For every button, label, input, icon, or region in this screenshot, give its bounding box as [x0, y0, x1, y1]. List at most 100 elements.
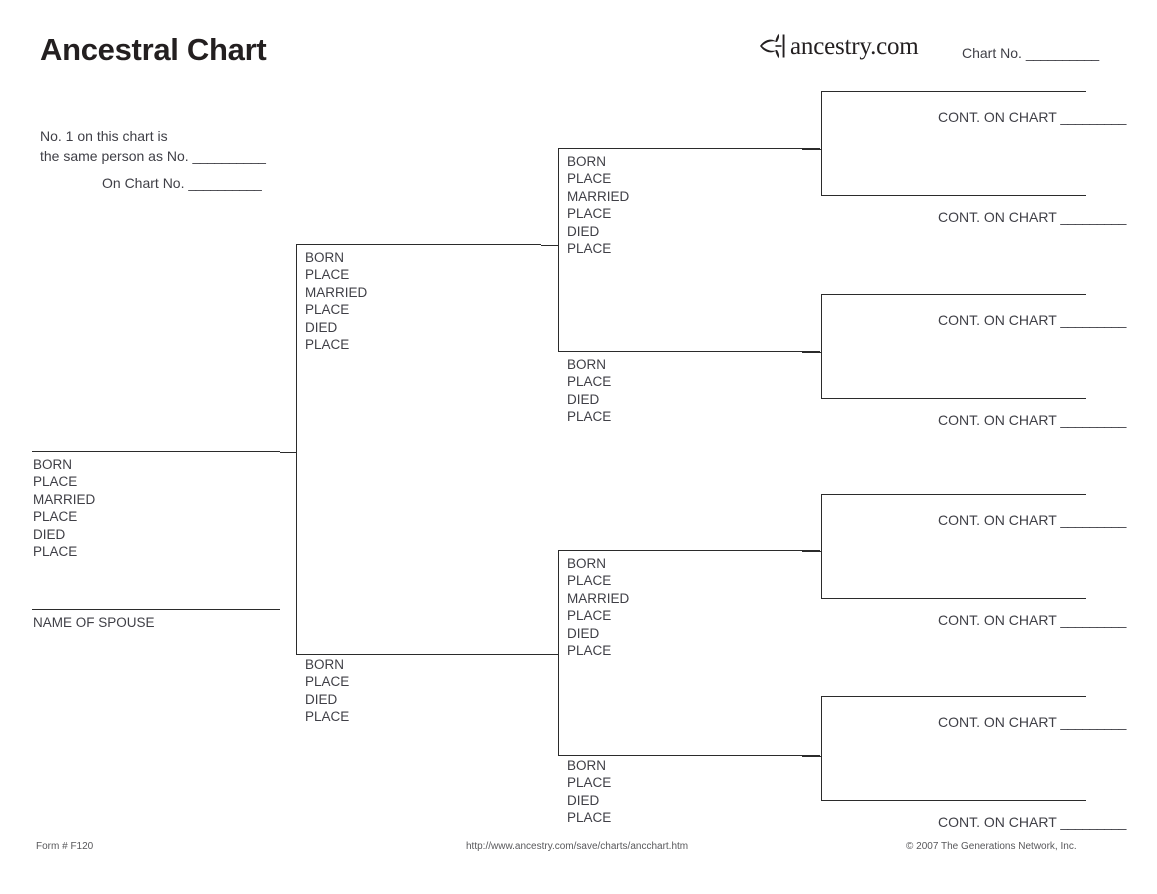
bracket-gen3-upper	[558, 148, 559, 351]
gen3-pgf-field-married: MARRIED	[567, 188, 630, 204]
chart-no-field[interactable]: Chart No. __________	[962, 45, 1099, 61]
gen4-slot3-cont-label: CONT. ON CHART	[938, 312, 1057, 328]
connector-gen3-pgf-to-gen4	[802, 149, 822, 150]
footer-url[interactable]: http://www.ancestry.com/save/charts/ancc…	[466, 841, 689, 852]
person1-field-place3: PLACE	[33, 544, 78, 560]
gen3-pgf-name-line[interactable]	[558, 148, 820, 149]
spouse-name-line[interactable]	[32, 609, 280, 610]
gen4-slot4-cont-label: CONT. ON CHART	[938, 412, 1057, 428]
gen2-father-field-place1: PLACE	[305, 267, 350, 283]
gen4-slot2-cont-blank: _________	[1060, 209, 1126, 225]
gen3-mgm-field-place1: PLACE	[567, 775, 612, 791]
gen3-mgf-field-married: MARRIED	[567, 590, 630, 606]
person1-fields[interactable]: BORN PLACE MARRIED PLACE DIED PLACE	[33, 456, 95, 560]
gen3-pgm-name-line[interactable]	[558, 351, 820, 352]
gen4-slot8-name-line[interactable]	[821, 800, 1086, 801]
gen4-slot2-cont-label: CONT. ON CHART	[938, 209, 1057, 225]
bracket-gen2	[296, 245, 297, 655]
gen4-slot1-cont-blank: _________	[1060, 109, 1126, 125]
gen4-slot6-name-line[interactable]	[821, 598, 1086, 599]
gen4-slot5-cont-blank: _________	[1060, 512, 1126, 528]
gen3-mgf-field-died: DIED	[567, 625, 600, 641]
person1-field-place2: PLACE	[33, 509, 78, 525]
gen4-slot2-cont-field[interactable]: CONT. ON CHART _________	[938, 209, 1126, 225]
gen4-slot6-cont-blank: _________	[1060, 612, 1126, 628]
gen2-father-field-born: BORN	[305, 250, 345, 265]
same-person-no-blank: __________	[192, 148, 266, 165]
gen4-slot4-cont-blank: _________	[1060, 412, 1126, 428]
connector-gen3-mgm-to-gen4	[802, 756, 822, 757]
gen4-slot3-cont-blank: _________	[1060, 312, 1126, 328]
gen2-mother-field-born: BORN	[305, 657, 345, 672]
gen4-slot1-name-line[interactable]	[821, 91, 1086, 92]
gen4-slot6-cont-field[interactable]: CONT. ON CHART _________	[938, 612, 1126, 628]
gen3-mgm-field-died: DIED	[567, 792, 600, 808]
bracket-gen4-2	[821, 294, 822, 399]
gen3-mgm-field-place2: PLACE	[567, 810, 612, 826]
gen4-slot3-name-line[interactable]	[821, 294, 1086, 295]
chart-no-label: Chart No.	[962, 45, 1022, 61]
ancestry-wordmark: ancestry.com	[790, 32, 919, 60]
same-person-note-line2[interactable]: the same person as No. __________	[40, 146, 266, 166]
gen3-pgm-field-place2: PLACE	[567, 409, 612, 425]
person1-field-place1: PLACE	[33, 474, 78, 490]
connector-gen1-to-gen2	[280, 452, 297, 453]
gen2-father-field-died: DIED	[305, 319, 338, 335]
gen4-slot7-cont-blank: _________	[1060, 714, 1126, 730]
gen3-mgf-field-place2: PLACE	[567, 608, 612, 624]
gen4-slot1-cont-label: CONT. ON CHART	[938, 109, 1057, 125]
gen3-pgf-field-born: BORN	[567, 154, 607, 169]
gen4-slot7-name-line[interactable]	[821, 696, 1086, 697]
page-title: Ancestral Chart	[40, 32, 267, 67]
gen2-father-fields[interactable]: BORN PLACE MARRIED PLACE DIED PLACE	[305, 249, 367, 353]
same-person-note-line2-label: the same person as No.	[40, 148, 189, 165]
gen3-pgf-field-place2: PLACE	[567, 206, 612, 222]
same-person-note: No. 1 on this chart is the same person a…	[40, 126, 266, 167]
gen3-mgm-name-line[interactable]	[558, 755, 820, 756]
gen4-slot8-cont-blank: _________	[1060, 814, 1126, 830]
gen4-slot7-cont-field[interactable]: CONT. ON CHART _________	[938, 714, 1126, 730]
gen4-slot2-name-line[interactable]	[821, 195, 1086, 196]
gen4-slot8-cont-field[interactable]: CONT. ON CHART _________	[938, 814, 1126, 830]
gen3-mgm-field-born: BORN	[567, 758, 607, 773]
ancestry-brand: ancestry.com	[758, 31, 919, 61]
bracket-gen4-4	[821, 696, 822, 801]
gen2-father-name-line[interactable]	[296, 244, 541, 245]
chart-no-blank: __________	[1025, 45, 1099, 61]
gen2-mother-field-place1: PLACE	[305, 674, 350, 690]
on-chart-no-field[interactable]: On Chart No. __________	[102, 175, 262, 191]
gen3-mgf-field-born: BORN	[567, 556, 607, 571]
gen4-slot3-cont-field[interactable]: CONT. ON CHART _________	[938, 312, 1126, 328]
connector-gen3-mgf-to-gen4	[802, 551, 822, 552]
gen4-slot4-cont-field[interactable]: CONT. ON CHART _________	[938, 412, 1126, 428]
on-chart-no-blank: __________	[188, 175, 262, 191]
gen4-slot1-cont-field[interactable]: CONT. ON CHART _________	[938, 109, 1126, 125]
footer-form-number: Form # F120	[36, 841, 94, 852]
gen3-mgf-field-place1: PLACE	[567, 573, 612, 589]
gen4-slot8-cont-label: CONT. ON CHART	[938, 814, 1057, 830]
gen3-mgf-field-place3: PLACE	[567, 643, 612, 659]
gen3-mgf-fields[interactable]: BORN PLACE MARRIED PLACE DIED PLACE	[567, 555, 629, 659]
gen2-mother-fields[interactable]: BORN PLACE DIED PLACE	[305, 656, 349, 726]
gen4-slot5-cont-label: CONT. ON CHART	[938, 512, 1057, 528]
gen2-mother-name-line[interactable]	[296, 654, 541, 655]
gen3-pgf-fields[interactable]: BORN PLACE MARRIED PLACE DIED PLACE	[567, 153, 629, 257]
footer-copyright: © 2007 The Generations Network, Inc.	[906, 841, 1077, 852]
gen3-mgf-name-line[interactable]	[558, 550, 820, 551]
gen2-father-field-place2: PLACE	[305, 302, 350, 318]
connector-gen2-father-to-gen3	[541, 245, 559, 246]
gen3-pgf-field-place3: PLACE	[567, 241, 612, 257]
gen2-mother-field-died: DIED	[305, 691, 338, 707]
gen4-slot6-cont-label: CONT. ON CHART	[938, 612, 1057, 628]
person1-name-line[interactable]	[32, 451, 280, 452]
bracket-gen4-3	[821, 494, 822, 599]
gen4-slot7-cont-label: CONT. ON CHART	[938, 714, 1057, 730]
person1-field-married: MARRIED	[33, 491, 96, 507]
gen4-slot5-cont-field[interactable]: CONT. ON CHART _________	[938, 512, 1126, 528]
person1-field-died: DIED	[33, 526, 66, 542]
gen4-slot4-name-line[interactable]	[821, 398, 1086, 399]
ancestry-leaf-logo-icon	[758, 33, 788, 59]
gen3-mgm-fields[interactable]: BORN PLACE DIED PLACE	[567, 757, 611, 827]
gen4-slot5-name-line[interactable]	[821, 494, 1086, 495]
gen3-pgm-fields[interactable]: BORN PLACE DIED PLACE	[567, 356, 611, 426]
